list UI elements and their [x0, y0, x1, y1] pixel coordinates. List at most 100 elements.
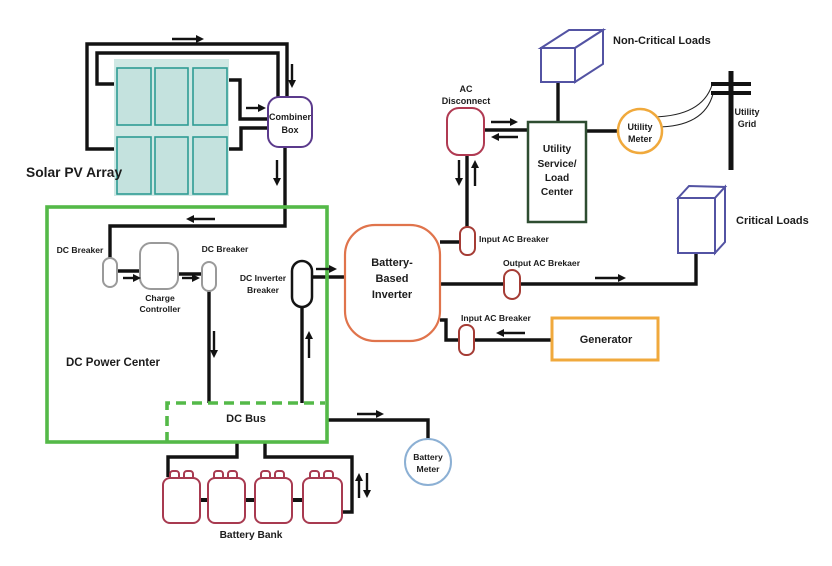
flow-arrow-down [210, 331, 218, 358]
diagram-labels: Solar PV Array Combiner Box DC Breaker D… [26, 35, 809, 541]
box-side-face [714, 184, 726, 256]
flow-arrow-right [123, 274, 141, 282]
flow-arrow-right [172, 35, 204, 43]
solar-pv-array [114, 59, 229, 196]
ac-disconnect-label: Disconnect [442, 96, 491, 106]
dc-power-center-label: DC Power Center [66, 357, 160, 369]
utility-service-label: Utility [543, 144, 572, 155]
flow-arrow-up [471, 160, 479, 186]
input-ac-breaker-top [459, 226, 476, 256]
utility-meter-label: Utility [627, 122, 652, 132]
flow-arrows [123, 35, 626, 498]
non-critical-loads-box [537, 28, 607, 84]
flow-arrow-right [357, 410, 384, 418]
charge-controller-label: Controller [139, 304, 181, 314]
flow-arrow-down [273, 160, 281, 186]
wire-meter-to-grid-2 [655, 93, 714, 128]
utility-service-label: Center [541, 187, 573, 198]
flow-arrow-left [496, 329, 525, 337]
solar-panel [192, 67, 228, 126]
wire-bus-to-battery-right [263, 442, 354, 514]
box-front-face [540, 47, 576, 83]
combiner-box-label: Box [281, 125, 298, 135]
dc-breaker-left [102, 257, 118, 288]
utility-grid-label: Utility [734, 107, 759, 117]
wire-meter-to-grid-1 [652, 84, 713, 118]
battery-meter-label: Meter [417, 464, 441, 474]
combiner-box-label: Combiner [269, 112, 312, 122]
battery-meter-label: Battery [413, 452, 443, 462]
utility-service-label: Service/ [537, 159, 576, 170]
solar-panel [154, 136, 189, 195]
flow-arrow-right [246, 104, 266, 112]
battery-meter [404, 438, 452, 486]
dc-inverter-breaker [290, 259, 314, 309]
battery [162, 477, 201, 524]
solar-panel [116, 136, 152, 195]
flow-arrow-right [595, 274, 626, 282]
utility-meter-label: Meter [628, 134, 653, 144]
ac-disconnect [446, 107, 485, 156]
solar-panel [154, 67, 189, 126]
flow-arrow-right [182, 274, 200, 282]
combiner-box [267, 96, 313, 148]
flow-arrow-up [305, 331, 313, 358]
wire-combiner-to-dc-breaker [108, 147, 287, 258]
output-ac-breaker-label: Output AC Brekaer [503, 258, 581, 268]
flow-arrow-left [186, 215, 215, 223]
wire-array-right-top [226, 78, 268, 121]
wire-bus-to-battery-left [166, 442, 239, 477]
battery-based-inverter [343, 223, 442, 343]
flow-arrow-down [288, 64, 296, 88]
wire-array-string-outer [85, 42, 289, 151]
inverter-label: Battery- [371, 257, 413, 269]
battery [207, 477, 246, 524]
inverter-label: Inverter [372, 289, 413, 301]
wire-array-right-bottom [226, 126, 268, 151]
ac-disconnect-label: AC [460, 84, 473, 94]
flow-arrow-left [491, 133, 518, 141]
flow-arrow-right [491, 118, 518, 126]
utility-meter [616, 107, 664, 155]
flow-arrow-up [355, 473, 363, 498]
utility-grid-pole [711, 71, 751, 170]
inverter-label: Based [375, 273, 408, 285]
input-ac-breaker-generator-label: Input AC Breaker [461, 313, 532, 323]
critical-loads-label: Critical Loads [736, 215, 809, 227]
ac-wiring [440, 82, 714, 342]
flow-arrow-down [363, 473, 371, 498]
battery-bank-label: Battery Bank [220, 530, 283, 541]
dc-breaker-left-label: DC Breaker [57, 245, 104, 255]
utility-grid-label: Grid [738, 119, 757, 129]
flow-arrow-right [316, 265, 337, 273]
battery-bank [162, 470, 343, 524]
wire-generator-to-inverter [440, 318, 552, 342]
dc-power-center-box [45, 205, 329, 444]
output-ac-breaker [503, 269, 521, 300]
dc-bus-dashed-box [165, 401, 325, 442]
flow-arrow-down [455, 160, 463, 186]
generator-box [550, 316, 660, 362]
wire-output-to-critical-loads [440, 253, 698, 286]
critical-loads-box [675, 184, 728, 256]
wire-bus-to-battery-meter [327, 418, 430, 440]
battery [302, 477, 343, 524]
solar-panel [116, 67, 152, 126]
wire-array-string-inner [95, 51, 280, 97]
generator-label: Generator [580, 334, 633, 346]
solar-panel [192, 136, 228, 195]
input-ac-breaker-generator [458, 324, 475, 356]
non-critical-loads-label: Non-Critical Loads [613, 35, 711, 47]
solar-pv-array-label: Solar PV Array [26, 165, 122, 180]
utility-service-load-center [526, 120, 588, 224]
dc-breaker-right-label: DC Breaker [202, 244, 249, 254]
input-ac-breaker-top-label: Input AC Breaker [479, 234, 550, 244]
dc-inverter-breaker-label: DC Inverter [240, 273, 287, 283]
battery [254, 477, 293, 524]
utility-service-label: Load [545, 173, 569, 184]
dc-breaker-right [201, 261, 217, 292]
dc-bus-label: DC Bus [226, 413, 266, 425]
box-front-face [677, 197, 716, 254]
